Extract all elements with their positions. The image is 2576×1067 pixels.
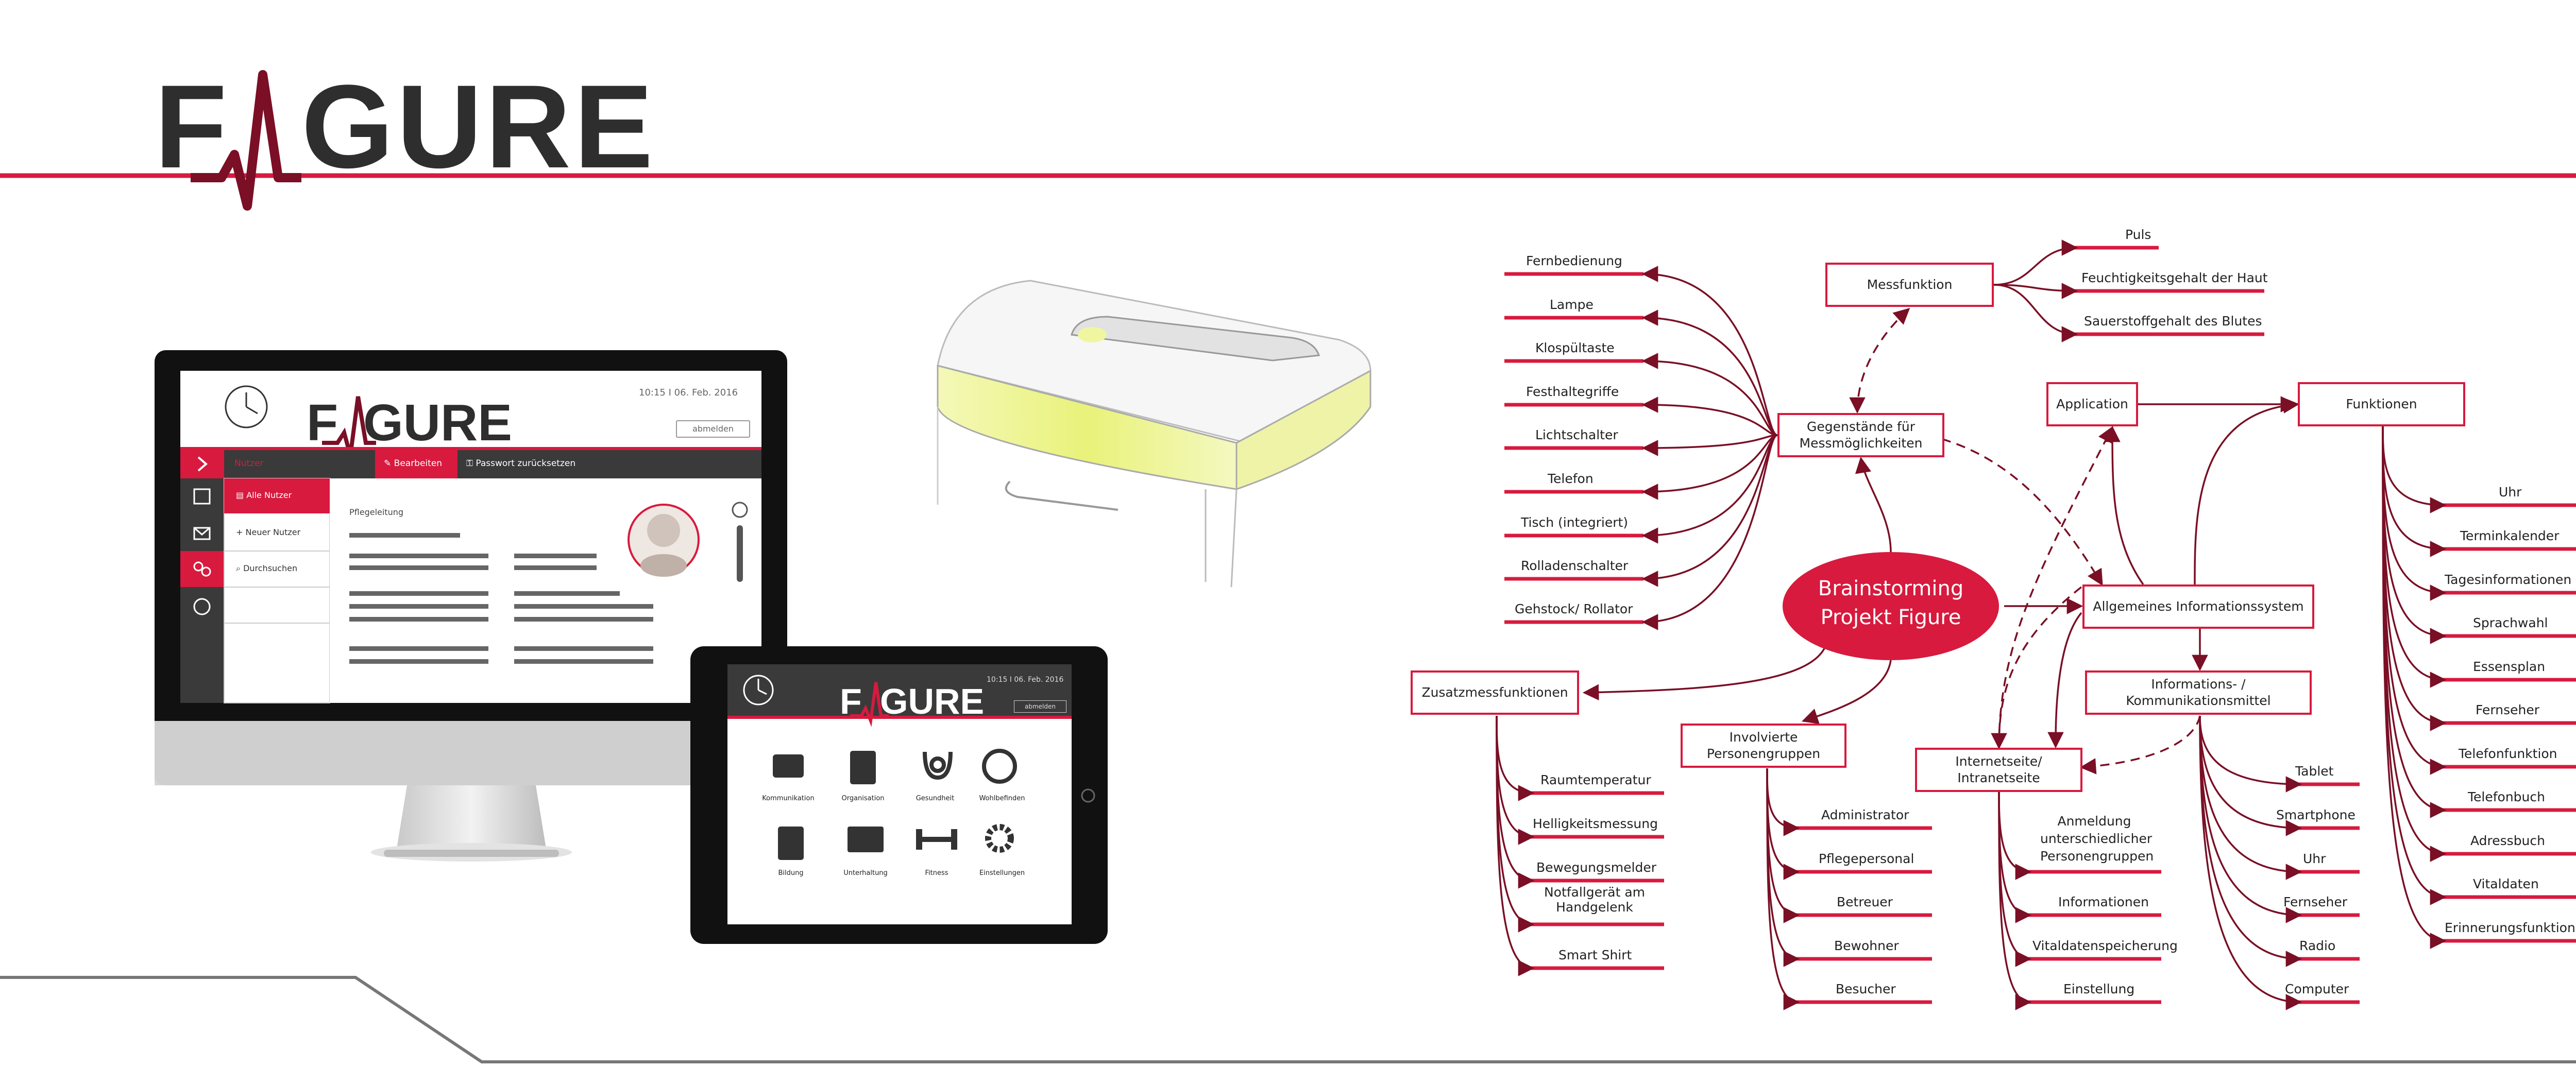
node-application: Application <box>2046 382 2138 426</box>
item-erinnerungsfunktion: Erinnerungsfunktion <box>2445 920 2575 935</box>
tablet-datetime: 10:15 I 06. Feb. 2016 <box>987 676 1064 684</box>
item-smartphone: Smartphone <box>2276 807 2355 822</box>
desktop-breadcrumb[interactable]: Nutzer <box>234 458 264 469</box>
desktop-reset-password-button[interactable]: ⚿ Passwort zurücksetzen <box>466 458 575 469</box>
item-fernseher-info: Fernseher <box>2283 894 2347 909</box>
sidebar-item-label: Durchsuchen <box>243 563 298 573</box>
item-sprachwahl: Sprachwahl <box>2473 615 2548 630</box>
desktop-logout-button[interactable]: abmelden <box>676 420 750 438</box>
tablet-logout-button[interactable]: abmelden <box>1014 700 1066 713</box>
mindmap-center-node <box>1783 552 1999 660</box>
tile-kommunikation[interactable]: Kommunikation <box>762 795 815 802</box>
item-bewohner: Bewohner <box>1834 938 1899 953</box>
svg-text:F: F <box>155 60 230 193</box>
item-helligkeitsmessung: Helligkeitsmessung <box>1533 816 1658 831</box>
tablet-device: F GURE <box>690 646 1108 944</box>
item-smart-shirt: Smart Shirt <box>1558 948 1632 962</box>
desktop-datetime: 10:15 I 06. Feb. 2016 <box>639 387 738 398</box>
tile-organisation[interactable]: Organisation <box>841 795 885 802</box>
node-allgemeines: Allgemeines Informationssystem <box>2082 584 2314 629</box>
tile-wohlbefinden[interactable]: Wohlbefinden <box>979 795 1025 802</box>
item-einstellung: Einstellung <box>2063 982 2135 996</box>
tile-bildung[interactable]: Bildung <box>778 869 804 877</box>
item-telefon: Telefon <box>1548 471 1594 486</box>
node-internetseite: Internetseite/Intranetseite <box>1915 748 2082 792</box>
item-uhr-info: Uhr <box>2303 851 2326 866</box>
footer-line <box>0 976 2576 1063</box>
item-vitaldatenspeicherung: Vitaldatenspeicherung <box>2032 938 2178 953</box>
device-sketch <box>937 280 1371 588</box>
center-line-1: Brainstorming <box>1818 577 1964 600</box>
item-lampe: Lampe <box>1550 297 1594 312</box>
item-terminkalender: Terminkalender <box>2460 528 2560 543</box>
mindmap-underlines <box>1504 246 2576 1004</box>
header: F GURE <box>0 60 2576 211</box>
item-tagesinformationen: Tagesinformationen <box>2445 572 2572 587</box>
tile-gesundheit[interactable]: Gesundheit <box>916 795 955 802</box>
item-rolladenschalter: Rolladenschalter <box>1521 558 1629 573</box>
item-fernbedienung: Fernbedienung <box>1526 253 1622 268</box>
item-puls: Puls <box>2125 227 2151 242</box>
desktop-content-lines <box>349 533 653 664</box>
tile-einstellungen[interactable]: Einstellungen <box>979 869 1025 877</box>
item-informationen: Informationen <box>2058 894 2149 909</box>
svg-text:GURE: GURE <box>301 60 656 193</box>
item-sauerstoff: Sauerstoffgehalt des Blutes <box>2084 314 2262 329</box>
desktop-monitor: F GURE <box>155 350 787 862</box>
item-computer: Computer <box>2285 982 2349 996</box>
item-gehstock: Gehstock/ Rollator <box>1515 601 1633 616</box>
item-radio: Radio <box>2299 938 2336 953</box>
item-tablet: Tablet <box>2295 764 2334 779</box>
figure-logo: F GURE <box>155 60 656 211</box>
item-bewegungsmelder: Bewegungsmelder <box>1536 860 1657 875</box>
item-feuchtigkeit: Feuchtigkeitsgehalt der Haut <box>2081 270 2268 285</box>
item-essensplan: Essensplan <box>2473 659 2546 674</box>
sidebar-item-search[interactable]: ⌕ Durchsuchen <box>236 563 297 574</box>
desktop-edit-button[interactable]: ✎ Bearbeiten <box>384 458 443 469</box>
item-uhr: Uhr <box>2499 485 2522 500</box>
search-icon: ⌕ <box>236 563 241 573</box>
content-title: Pflegeleitung <box>349 507 404 517</box>
svg-text:GURE: GURE <box>363 394 512 452</box>
item-telefonbuch: Telefonbuch <box>2468 789 2545 804</box>
center-node-label: Brainstorming Projekt Figure <box>1783 574 1999 632</box>
item-telefonfunktion: Telefonfunktion <box>2459 746 2557 761</box>
item-besucher: Besucher <box>1836 982 1896 996</box>
item-tisch: Tisch (integriert) <box>1521 515 1629 530</box>
svg-text:GURE: GURE <box>880 681 984 721</box>
desktop-app-header: F GURE <box>225 385 512 457</box>
node-funktionen: Funktionen <box>2298 382 2465 426</box>
node-messfunktion: Messfunktion <box>1825 263 1994 307</box>
item-vitaldaten: Vitaldaten <box>2473 876 2539 891</box>
tablet-tile-icons <box>773 749 1017 860</box>
item-fernseher: Fernseher <box>2476 702 2539 717</box>
key-icon: ⚿ <box>466 458 473 469</box>
tile-fitness[interactable]: Fitness <box>925 869 948 877</box>
item-klospueltaste: Klospültaste <box>1535 340 1615 355</box>
item-anmeldung: Anmeldung unterschiedlicher Personengrup… <box>2040 814 2154 864</box>
tile-unterhaltung[interactable]: Unterhaltung <box>843 869 888 877</box>
item-pflegepersonal: Pflegepersonal <box>1819 851 1914 866</box>
item-raumtemperatur: Raumtemperatur <box>1540 772 1651 787</box>
item-festhaltegriffe: Festhaltegriffe <box>1526 384 1619 399</box>
sidebar-item-label: Neuer Nutzer <box>245 527 301 537</box>
sidebar-item-label: Alle Nutzer <box>246 490 292 500</box>
item-betreuer: Betreuer <box>1837 894 1893 909</box>
item-lichtschalter: Lichtschalter <box>1535 427 1618 442</box>
node-zusatz: Zusatzmessfunktionen <box>1411 670 1579 715</box>
node-info-komm: Informations- /Kommunikationsmittel <box>2085 670 2312 715</box>
sidebar-item-all-users[interactable]: ▤ Alle Nutzer <box>236 490 292 500</box>
edit-label: Bearbeiten <box>394 458 443 469</box>
item-administrator: Administrator <box>1821 807 1909 822</box>
reset-password-label: Passwort zurücksetzen <box>476 458 576 469</box>
mindmap-connectors <box>1496 239 2447 1010</box>
center-line-2: Projekt Figure <box>1820 606 1961 629</box>
sidebar-item-new-user[interactable]: + Neuer Nutzer <box>236 527 301 537</box>
item-notfallgeraet: Notfallgerät am Handgelenk <box>1544 885 1646 915</box>
item-adressbuch: Adressbuch <box>2470 833 2545 848</box>
